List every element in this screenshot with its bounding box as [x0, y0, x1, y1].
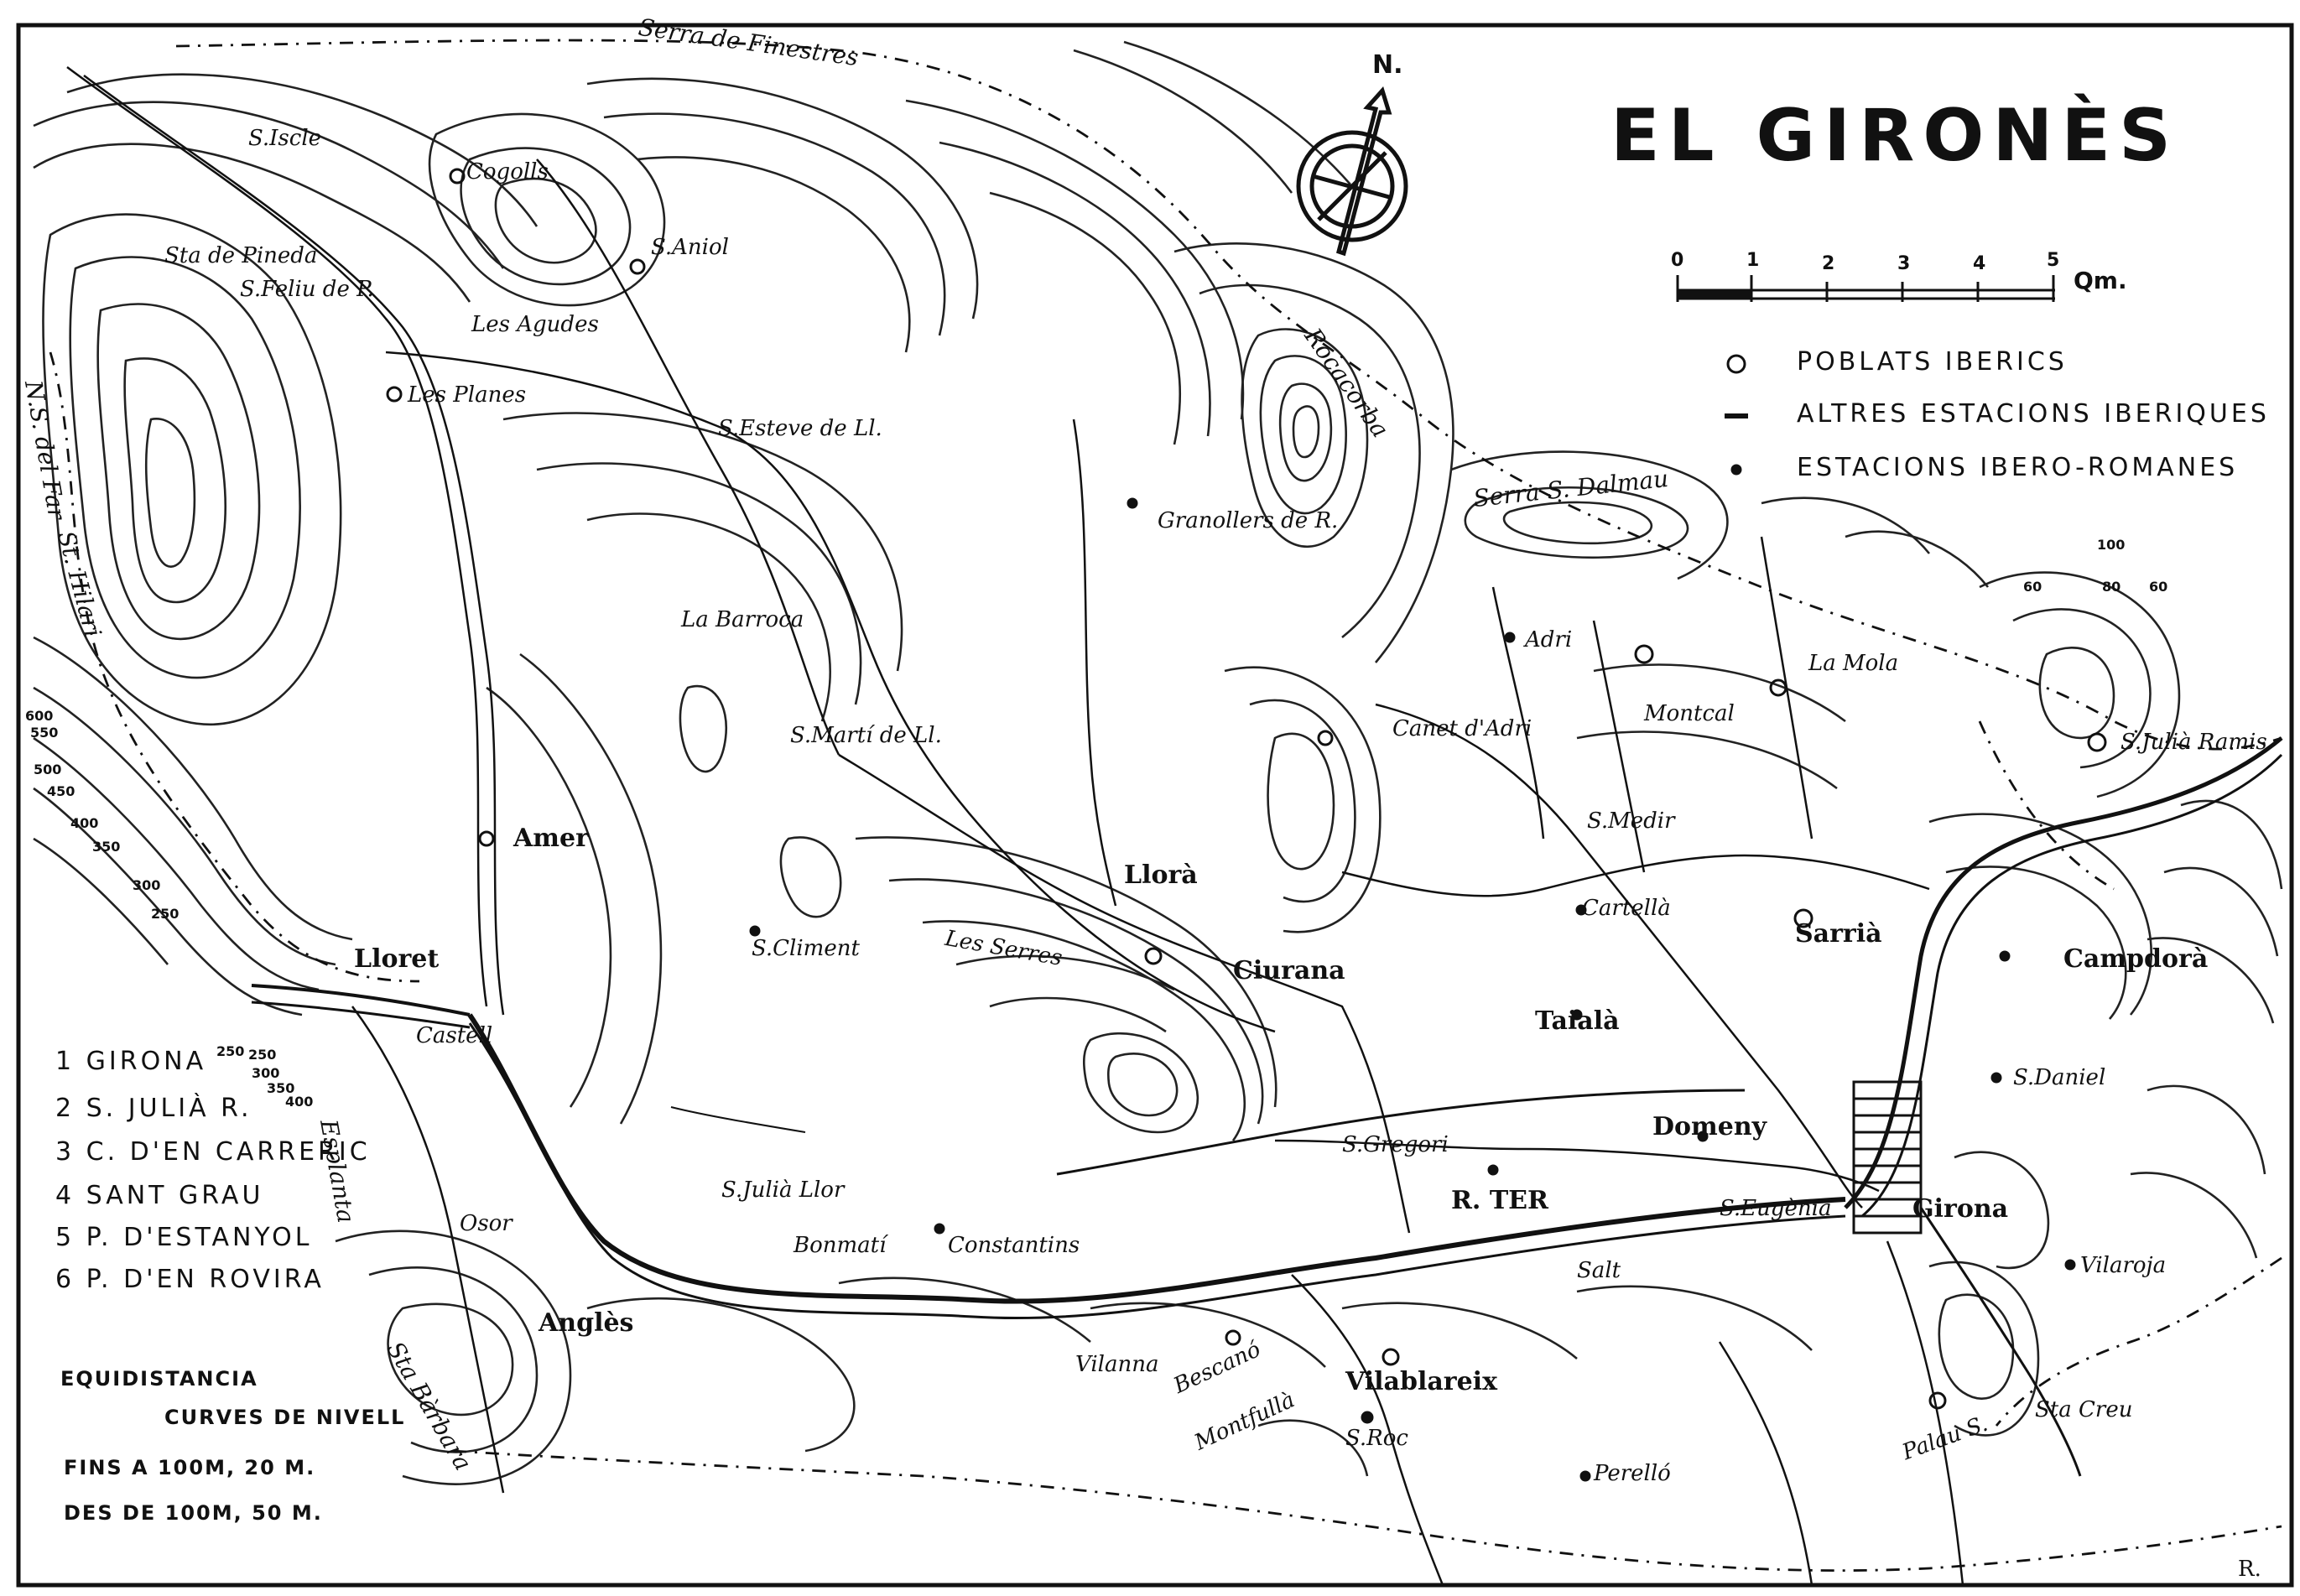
- place-lloret: Lloret: [354, 944, 440, 974]
- contour-line-1: FINS A 100M, 20 M.: [64, 1456, 316, 1479]
- place-r-ter: R. TER: [1451, 1186, 1548, 1215]
- elev-label: 500: [34, 762, 62, 777]
- map-title: EL GIRONÈS: [1611, 94, 2180, 178]
- place-les-agudes: Les Agudes: [471, 312, 599, 337]
- place-s-julia-llor: S.Julià Llor: [721, 1178, 845, 1203]
- elev-label: 450: [47, 783, 75, 799]
- elev-label: 300: [133, 877, 161, 893]
- elev-label: 80: [2102, 579, 2121, 595]
- place-campdora: Campdorà: [2063, 944, 2209, 974]
- elev-label: 550: [30, 725, 59, 741]
- place-adri: Adri: [1525, 627, 1573, 652]
- place-s-roc: S.Roc: [1345, 1426, 1408, 1451]
- scale-unit: Qm.: [2074, 267, 2127, 294]
- place-cogolls: Cogolls: [466, 159, 549, 185]
- place-s-daniel: S.Daniel: [2013, 1065, 2106, 1090]
- place-perello: Perelló: [1594, 1461, 1671, 1486]
- scale-tick-3: 3: [1897, 253, 1911, 274]
- place-granollers: Granollers de R.: [1158, 508, 1339, 533]
- place-constantins: Constantins: [948, 1233, 1080, 1258]
- place-ciurana: Ciurana: [1233, 956, 1345, 985]
- ref-1: 1 GIRONA: [55, 1047, 207, 1076]
- place-taiala: Taialà: [1535, 1006, 1620, 1036]
- scale-bar: [1676, 275, 2055, 302]
- elev-label: 60: [2023, 579, 2042, 595]
- place-s-feliu: S.Feliu de P.: [240, 277, 374, 302]
- scale-tick-5: 5: [2047, 250, 2060, 271]
- place-canet: Canet d'Adri: [1392, 716, 1532, 741]
- site-markers: [386, 168, 2107, 1482]
- elev-label: 600: [25, 708, 54, 724]
- place-osor: Osor: [460, 1211, 513, 1236]
- place-vilablareix: Vilablareix: [1345, 1367, 1497, 1396]
- place-angles: Anglès: [539, 1308, 634, 1338]
- elev-label: 400: [70, 815, 99, 831]
- elev-label: 400: [285, 1094, 314, 1110]
- elev-label: 350: [92, 839, 121, 855]
- place-s-eugenia: S.Eugènia: [1720, 1196, 1832, 1221]
- place-cartella: Cartellà: [1582, 896, 1671, 921]
- place-la-barroca: La Barroca: [681, 607, 804, 632]
- elev-label: 350: [267, 1080, 295, 1096]
- place-les-planes: Les Planes: [408, 382, 527, 408]
- place-salt: Salt: [1577, 1258, 1621, 1283]
- place-bonmati: Bonmatí: [794, 1233, 887, 1258]
- place-vilanna: Vilanna: [1075, 1352, 1159, 1377]
- ref-2: 2 S. JULIÀ R.: [55, 1094, 252, 1123]
- compass-rose-icon: [1296, 86, 1408, 257]
- contour-line-2: DES DE 100M, 50 M.: [64, 1501, 323, 1525]
- north-label: N.: [1372, 50, 1403, 80]
- elev-label: 250: [216, 1043, 245, 1059]
- scale-tick-4: 4: [1973, 253, 1986, 274]
- place-amer: Amer: [513, 824, 589, 853]
- girona-town: [1852, 1080, 1923, 1235]
- place-s-julia-ramis: S.Julià Ramis: [2120, 730, 2267, 755]
- ref-6: 6 P. D'EN ROVIRA: [55, 1265, 325, 1294]
- place-sant-iscle: S.Iscle: [248, 126, 322, 151]
- legend-dot-icon: [1730, 464, 1742, 476]
- place-montcal: Montcal: [1644, 701, 1735, 726]
- elev-label: 60: [2149, 579, 2168, 595]
- place-castell: Castell: [416, 1023, 493, 1048]
- place-s-aniol: S.Aniol: [651, 235, 729, 260]
- elev-label: 250: [248, 1047, 277, 1063]
- place-sarria: Sarrià: [1795, 919, 1882, 949]
- place-s-climent: S.Climent: [752, 936, 860, 961]
- place-s-gregori: S.Gregori: [1342, 1132, 1449, 1157]
- ref-4: 4 SANT GRAU: [55, 1181, 264, 1210]
- elev-label: 300: [252, 1065, 280, 1081]
- roads: [66, 65, 1964, 1586]
- place-sta-creu: Sta Creu: [2035, 1397, 2133, 1422]
- elev-label: 250: [151, 906, 180, 922]
- scale-tick-1: 1: [1746, 250, 1760, 271]
- scale-tick-0: 0: [1671, 250, 1684, 271]
- place-vilaroja: Vilaroja: [2080, 1253, 2167, 1278]
- contour-heading-1: EQUIDISTANCIA: [60, 1367, 258, 1391]
- railway: [1056, 1089, 1746, 1176]
- place-domeny: Domeny: [1652, 1112, 1767, 1141]
- place-s-marti: S.Martí de Ll.: [790, 723, 942, 748]
- legend-symbols: [1725, 354, 1748, 476]
- place-s-esteve: S.Esteve de Ll.: [718, 416, 882, 441]
- place-llora: Llorà: [1124, 860, 1198, 890]
- map-frame: [16, 23, 2294, 1588]
- legend-poblats: POBLATS IBERICS: [1797, 347, 2068, 377]
- place-sant-medir: S.Medir: [1587, 808, 1675, 834]
- signature: R.: [2238, 1557, 2261, 1582]
- place-s-feliu-pineda: Sta de Pineda: [164, 243, 318, 268]
- ref-3: 3 C. D'EN CARRERIC: [55, 1137, 371, 1167]
- legend-ibero-romanes: ESTACIONS IBERO-ROMANES: [1797, 453, 2239, 482]
- legend-circle-icon: [1726, 354, 1746, 374]
- place-la-mola: La Mola: [1808, 651, 1899, 676]
- place-girona: Girona: [1912, 1194, 2009, 1224]
- contour-lines: [33, 40, 2283, 1485]
- scale-tick-2: 2: [1822, 253, 1835, 274]
- rivers: [251, 736, 2283, 1477]
- elev-label: 100: [2097, 537, 2126, 553]
- ref-5: 5 P. D'ESTANYOL: [55, 1223, 313, 1252]
- legend-altres: ALTRES ESTACIONS IBERIQUES: [1797, 399, 2270, 429]
- contour-heading-2: CURVES DE NIVELL: [164, 1406, 406, 1429]
- boundaries: [49, 39, 2282, 1572]
